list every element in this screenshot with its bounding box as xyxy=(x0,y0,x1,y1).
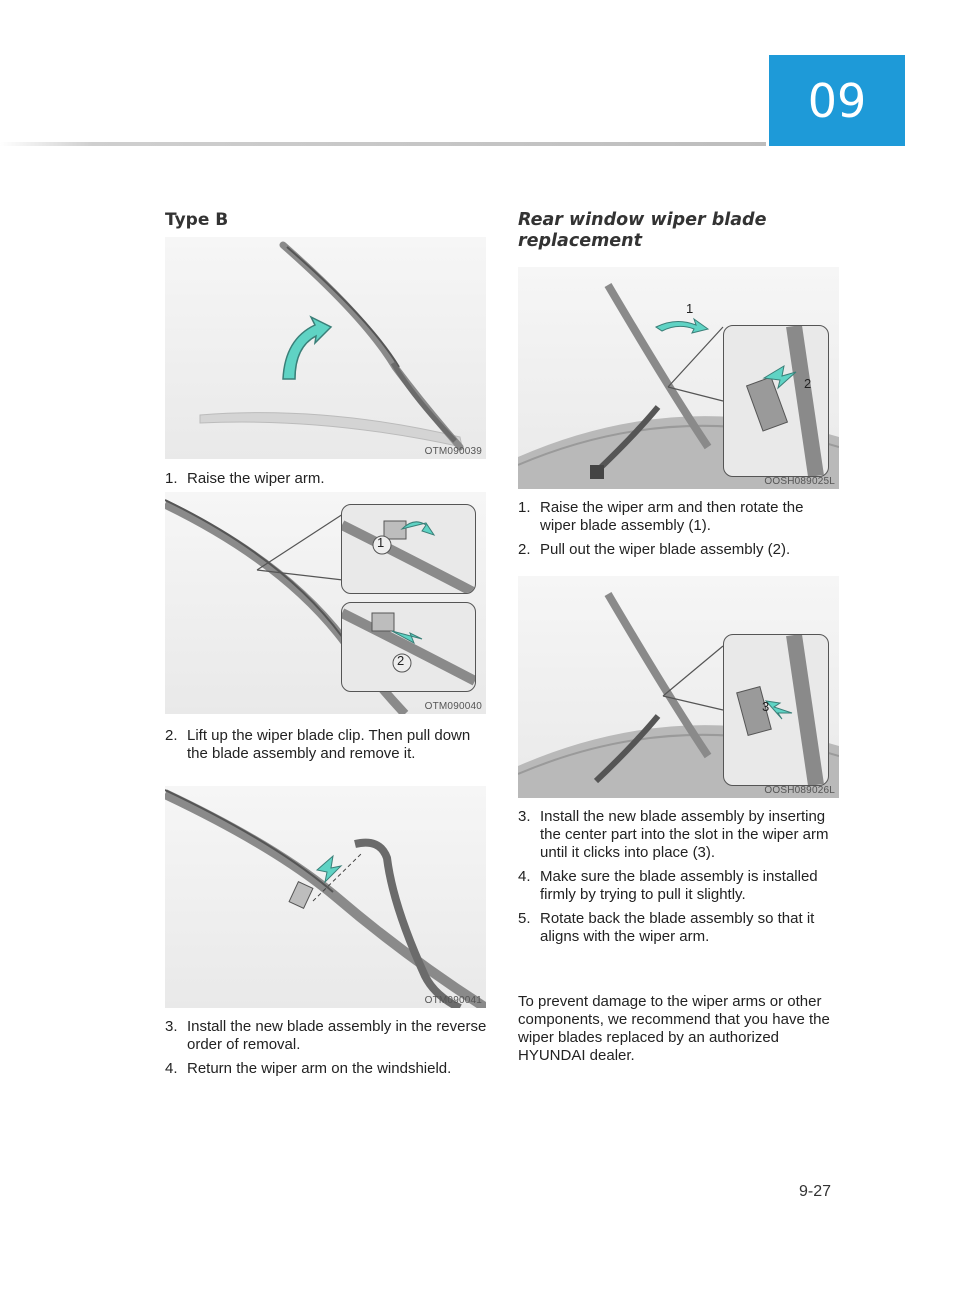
callout-detail-3: 3 xyxy=(723,634,829,786)
figure-rear-rotate-blade: 1 2 OOSH089025L xyxy=(518,267,839,489)
rotate-arrow-icon xyxy=(655,317,710,334)
steps-left-c: 3. Install the new blade assembly in the … xyxy=(165,1018,487,1084)
figure-code: OTM090041 xyxy=(424,995,482,1006)
heading-line: replacement xyxy=(518,231,643,251)
step-number: 3. xyxy=(518,808,531,825)
step-number: 4. xyxy=(165,1060,178,1077)
callout-detail-1: 1 xyxy=(341,504,476,594)
steps-left-b: 2. Lift up the wiper blade clip. Then pul… xyxy=(165,727,487,769)
pull-arrow-icon xyxy=(391,630,423,645)
step-text: Raise the wiper arm. xyxy=(187,470,325,487)
step-text: Make sure the blade assembly is installe… xyxy=(540,868,818,903)
steps-right-b: 3. Install the new blade assembly by inse… xyxy=(518,808,840,952)
figure-raise-wiper-arm: OTM090039 xyxy=(165,237,486,459)
callout-label-1: 1 xyxy=(686,301,694,316)
header-rule xyxy=(0,142,766,146)
callout-detail-2: 2 xyxy=(341,602,476,692)
figure-remove-blade-clip: 1 2 OTM090040 xyxy=(165,492,486,714)
step-number: 4. xyxy=(518,868,531,885)
chapter-tab: 09 xyxy=(769,55,905,146)
pull-arrow-icon xyxy=(762,364,797,390)
heading-line: Rear window wiper blade xyxy=(518,210,767,230)
callout-label-2: 2 xyxy=(397,653,405,668)
insert-arrow-icon xyxy=(764,700,793,720)
dealer-note: To prevent damage to the wiper arms or o… xyxy=(518,993,830,1064)
step-text: Pull out the wiper blade assembly (2). xyxy=(540,541,791,558)
step-number: 2. xyxy=(518,541,531,558)
steps-right-a: 1. Raise the wiper arm and then rotate th… xyxy=(518,499,840,565)
step-number: 2. xyxy=(165,727,178,744)
section-heading-type-b: Type B xyxy=(165,210,229,230)
lift-arrow-icon xyxy=(400,521,436,536)
callout-label-1: 1 xyxy=(377,535,385,550)
step-text: Return the wiper arm on the windshield. xyxy=(187,1060,452,1077)
list-item: 3. Install the new blade assembly by inse… xyxy=(518,808,840,862)
chapter-number: 09 xyxy=(807,73,867,128)
figure-code: OOSH089026L xyxy=(764,785,835,796)
list-item: 4. Make sure the blade assembly is instal… xyxy=(518,868,840,904)
step-number: 5. xyxy=(518,910,531,927)
list-item: 5. Rotate back the blade assembly so that… xyxy=(518,910,840,946)
section-heading-rear-wiper: Rear window wiper blade replacement xyxy=(518,210,840,252)
step-text: Install the new blade assembly by insert… xyxy=(540,808,829,861)
figure-install-blade: OTM090041 xyxy=(165,786,486,1008)
install-blade-illustration xyxy=(165,789,486,1008)
callout-label-3: 3 xyxy=(762,699,770,714)
list-item: 2. Lift up the wiper blade clip. Then pul… xyxy=(165,727,487,763)
list-item: 1. Raise the wiper arm and then rotate th… xyxy=(518,499,840,535)
list-item: 4. Return the wiper arm on the windshield… xyxy=(165,1060,487,1078)
list-item: 3. Install the new blade assembly in the … xyxy=(165,1018,487,1054)
list-item: 2. Pull out the wiper blade assembly (2). xyxy=(518,541,840,559)
callout-label-2: 2 xyxy=(804,376,812,391)
figure-code: OTM090039 xyxy=(424,446,482,457)
figure-rear-install-blade: 3 OOSH089026L xyxy=(518,576,839,798)
steps-left-a: 1. Raise the wiper arm. xyxy=(165,470,487,494)
step-text: Lift up the wiper blade clip. Then pull … xyxy=(187,727,471,762)
callout-detail-2: 2 xyxy=(723,325,829,477)
insert-arrow-icon xyxy=(315,854,343,884)
page-number: 9-27 xyxy=(799,1183,832,1200)
step-text: Install the new blade assembly in the re… xyxy=(187,1018,487,1053)
step-number: 1. xyxy=(165,470,178,487)
step-text: Raise the wiper arm and then rotate the … xyxy=(540,499,804,534)
figure-code: OOSH089025L xyxy=(764,476,835,487)
step-number: 1. xyxy=(518,499,531,516)
step-number: 3. xyxy=(165,1018,178,1035)
step-text: Rotate back the blade assembly so that i… xyxy=(540,910,815,945)
figure-code: OTM090040 xyxy=(424,701,482,712)
list-item: 1. Raise the wiper arm. xyxy=(165,470,487,488)
wiper-raised-illustration xyxy=(199,241,464,451)
raise-arrow-icon xyxy=(282,315,333,380)
